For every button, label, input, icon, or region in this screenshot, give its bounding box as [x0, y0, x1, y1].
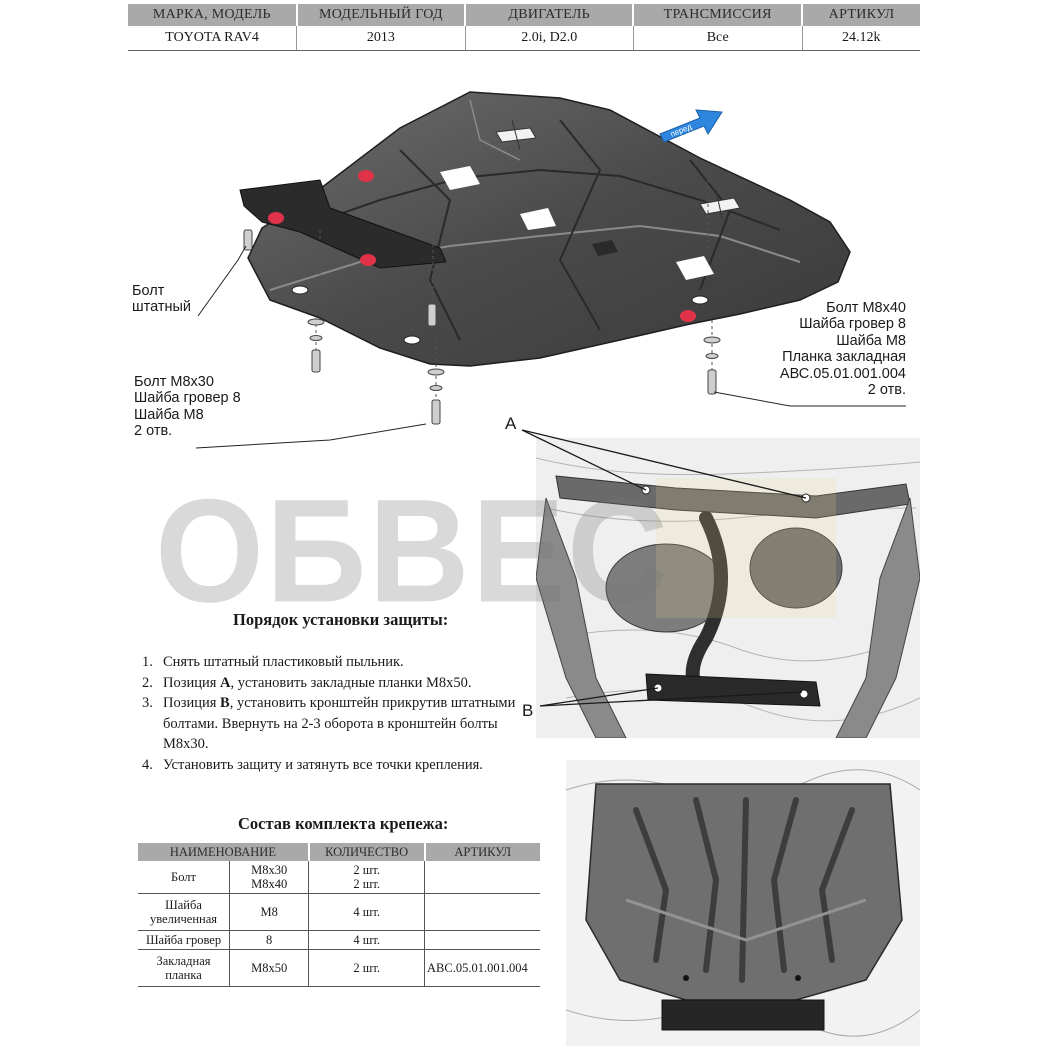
installed-skid-plate-photo — [566, 760, 920, 1046]
spec-header-make: МАРКА, МОДЕЛЬ — [128, 4, 297, 26]
spec-header-transmission: ТРАНСМИССИЯ — [632, 4, 803, 26]
step-text: Установить защиту и затянуть все точки к… — [163, 756, 483, 773]
vehicle-spec-table: МАРКА, МОДЕЛЬ МОДЕЛЬНЫЙ ГОД ДВИГАТЕЛЬ ТР… — [128, 4, 920, 51]
kit-item-size: М8 — [229, 893, 309, 931]
red-mounting-points — [268, 170, 696, 322]
skid-plate-body — [247, 91, 851, 367]
spec-article: 24.12k — [801, 26, 920, 51]
spec-year: 2013 — [296, 26, 466, 51]
callout-m8x40-line-6: 2 отв. — [867, 382, 906, 399]
spec-value-row: TOYOTA RAV4 2013 2.0i, D2.0 Все 24.12k — [128, 26, 920, 51]
kit-item-article: АВС.05.01.001.004 — [424, 949, 540, 987]
step-number: 2. — [142, 674, 153, 691]
callout-leader-lines — [195, 245, 906, 449]
spec-header-row: МАРКА, МОДЕЛЬ МОДЕЛЬНЫЙ ГОД ДВИГАТЕЛЬ ТР… — [128, 4, 920, 26]
callout-standard-bolt-line-2: штатный — [132, 299, 192, 316]
kit-header-article: АРТИКУЛ — [423, 843, 540, 861]
spec-transmission: Все — [632, 26, 803, 51]
photo-leader-lines — [521, 429, 807, 707]
kit-item-article — [424, 861, 540, 894]
kit-title: Состав комплекта крепежа: — [238, 814, 449, 833]
callout-standard-bolt-line-1: Болт — [132, 283, 165, 299]
step-position-label: В — [220, 695, 230, 711]
callout-m8x30-line-1: Болт М8х30 — [134, 374, 214, 390]
fastener-kit-table: НАИМЕНОВАНИЕ КОЛИЧЕСТВО АРТИКУЛ Болт М8х… — [138, 843, 540, 987]
installation-step: 4. Установить защиту и затянуть все точки… — [142, 755, 542, 776]
kit-item-article — [424, 930, 540, 950]
callout-m8x30: Болт М8х30 Шайба гровер 8 Шайба М8 2 отв… — [134, 374, 241, 440]
installation-step: 1. Снять штатный пластиковый пыльник. — [142, 652, 542, 673]
kit-item-qty: 4 шт. — [308, 930, 425, 950]
kit-header-row: НАИМЕНОВАНИЕ КОЛИЧЕСТВО АРТИКУЛ — [138, 843, 540, 861]
installation-title: Порядок установки защиты: — [233, 610, 449, 629]
callout-m8x40-line-2: Шайба гровер 8 — [799, 316, 906, 333]
bolts-and-washers — [243, 229, 721, 425]
kit-item-name: Болт — [138, 861, 230, 894]
callout-m8x40-line-1: Болт М8х40 — [826, 300, 906, 316]
kit-item-name: Закладная планка — [138, 949, 230, 987]
kit-item-name: Шайба гровер — [138, 930, 230, 950]
step-text-rest: , установить кронштейн прикрутив штатным… — [163, 695, 516, 752]
callout-m8x30-line-2: Шайба гровер 8 — [134, 390, 241, 407]
kit-item-qty: 2 шт.2 шт. — [308, 861, 425, 894]
step-position-label: А — [220, 674, 231, 691]
callout-m8x30-line-4: 2 отв. — [134, 423, 173, 440]
installation-steps: 1. Снять штатный пластиковый пыльник. 2. П… — [142, 652, 542, 775]
step-text: Снять штатный пластиковый пыльник. — [163, 654, 404, 670]
skid-plate-exploded-diagram — [195, 91, 906, 449]
spec-engine: 2.0i, D2.0 — [464, 26, 634, 51]
spec-make: TOYOTA RAV4 — [128, 26, 297, 51]
photo-label-a: A — [505, 414, 517, 433]
callout-m8x30-line-3: Шайба М8 — [134, 406, 204, 423]
step-number: 3. — [142, 695, 153, 711]
kit-item-article — [424, 893, 540, 931]
kit-header-qty: КОЛИЧЕСТВО — [307, 843, 425, 861]
step-text: Позиция — [163, 695, 221, 711]
kit-row: Закладная планка М8х50 2 шт. АВС.05.01.0… — [138, 949, 540, 987]
kit-item-qty-2: 2 шт. — [353, 877, 380, 891]
step-text-rest: , установить закладные планки М8х50. — [230, 674, 472, 691]
callout-m8x40-line-5: АВС.05.01.001.004 — [779, 365, 906, 382]
step-text: Позиция — [163, 674, 221, 691]
kit-item-size-1: М8х30 — [251, 863, 288, 877]
kit-row: Шайба увеличенная М8 4 шт. — [138, 893, 540, 931]
kit-item-qty-1: 2 шт. — [353, 863, 380, 877]
kit-item-qty: 2 шт. — [308, 949, 425, 987]
kit-item-qty: 4 шт. — [308, 893, 425, 931]
step-number: 4. — [142, 756, 153, 773]
forward-arrow-icon — [659, 109, 723, 143]
spec-header-article: АРТИКУЛ — [801, 4, 920, 26]
callout-standard-bolt: Болт штатный — [132, 283, 191, 316]
installation-step: 2. Позиция А, установить закладные планки… — [142, 673, 542, 694]
callout-m8x40-line-4: Планка закладная — [782, 349, 906, 366]
callout-m8x40-line-3: Шайба М8 — [836, 332, 906, 349]
kit-row: Шайба гровер 8 4 шт. — [138, 930, 540, 950]
photo-label-b: B — [522, 701, 534, 720]
spec-header-engine: ДВИГАТЕЛЬ — [464, 4, 634, 26]
engine-bay-photo — [536, 438, 920, 738]
kit-item-size: М8х50 — [229, 949, 309, 987]
kit-item-name: Шайба увеличенная — [138, 893, 230, 931]
spec-header-year: МОДЕЛЬНЫЙ ГОД — [295, 4, 466, 26]
mounting-bracket — [239, 179, 447, 269]
installation-step: 3. Позиция В, установить кронштейн прикру… — [142, 693, 542, 755]
callout-m8x40: Болт М8х40 Шайба гровер 8 Шайба М8 Планк… — [766, 300, 906, 398]
kit-item-size-2: М8х40 — [251, 877, 288, 891]
embedded-plates — [495, 119, 741, 219]
step-number: 1. — [142, 654, 153, 670]
kit-header-name: НАИМЕНОВАНИЕ — [138, 843, 309, 861]
kit-item-size: 8 — [229, 930, 309, 950]
